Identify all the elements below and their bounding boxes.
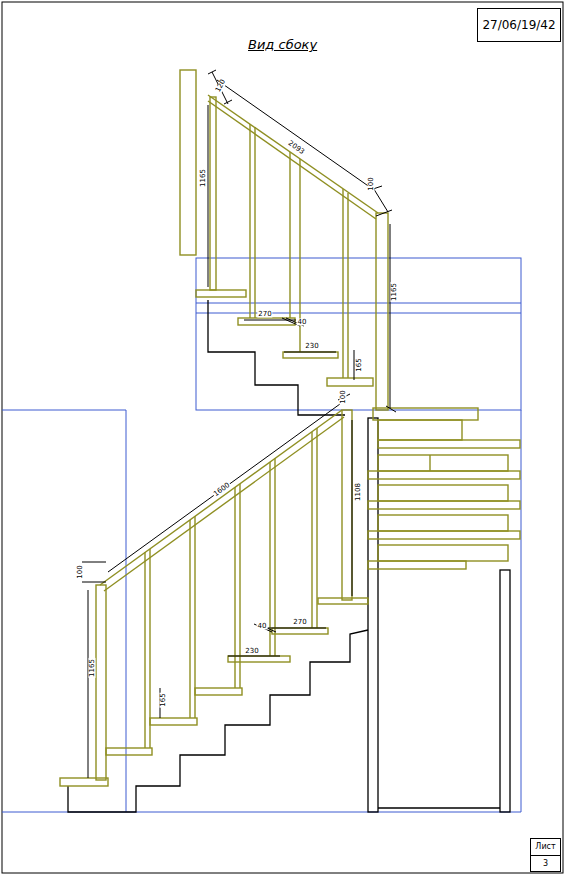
dimension-label: 270 — [257, 311, 272, 318]
dimension-label: 100 — [77, 564, 84, 579]
sheet-text: Лист — [531, 839, 560, 855]
date-text: 27/06/19/42 — [478, 9, 560, 41]
dimension-label: 165 — [356, 357, 363, 372]
date-stamp-box: 27/06/19/42 — [477, 8, 561, 42]
view-title: Вид сбоку — [248, 37, 317, 52]
dimension-label: 1165 — [89, 658, 96, 678]
dimension-label: 100 — [368, 176, 375, 191]
dimension-label: 1165 — [391, 282, 398, 302]
dimension-label: 40 — [257, 623, 268, 630]
dimension-label: 1165 — [200, 168, 207, 188]
dimension-label: 230 — [244, 648, 259, 655]
dimension-label: 270 — [292, 619, 307, 626]
dimension-label: 165 — [160, 692, 167, 707]
dimension-label: 2093 — [286, 139, 306, 156]
sheet-text: 3 — [531, 855, 560, 872]
dimension-label: 100 — [340, 389, 347, 404]
sheet-number-box: Лист3 — [530, 838, 561, 872]
dimension-label: 40 — [297, 319, 308, 326]
dimension-label: 230 — [304, 343, 319, 350]
dimension-label: 1108 — [355, 482, 362, 502]
